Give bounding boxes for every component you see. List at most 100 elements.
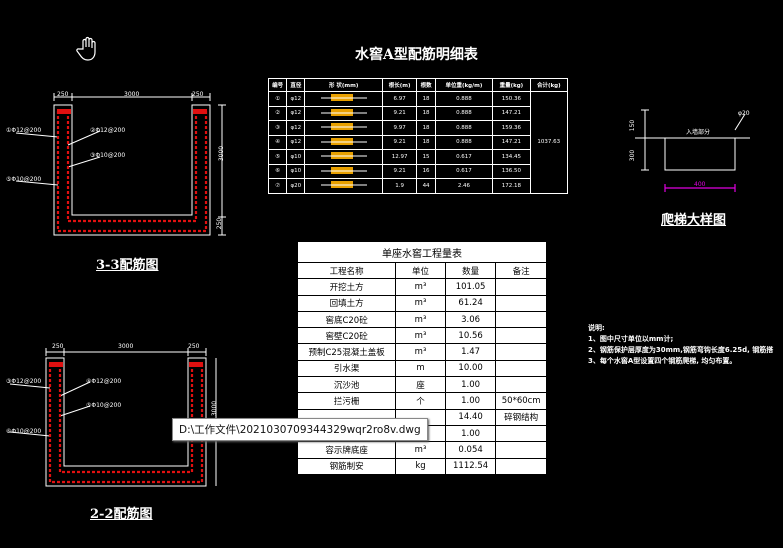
rebar-cell: φ20 [286,178,306,194]
rebar-cell: 159.36 [492,120,531,136]
rebar-shape-cell [304,134,383,150]
rebar-cell: 6.97 [381,91,418,107]
rebar-cell: 147.21 [492,134,531,150]
quantity-cell: 1.00 [444,424,497,443]
quantity-cell: kg [395,457,446,475]
rebar-header-cell: 单位重(kg/m) [434,78,494,92]
dim-33-right: 250 [192,91,204,98]
dim-33-bottom: 250 [216,217,224,230]
rebar-header-cell: 根长(m) [381,78,418,92]
dim-22-right: 250 [188,343,200,350]
quantity-cell: 101.05 [444,278,497,296]
quantity-header-cell: 工程名称 [296,261,397,280]
label-22-4: ⑥Φ10@200 [6,428,42,435]
quantity-cell: 1.47 [444,343,497,361]
label-33-2: ②Φ12@200 [90,127,126,134]
rebar-cell: φ12 [286,105,306,121]
section-3-3-drawing [15,93,226,236]
quantity-header-cell: 数量 [444,261,497,280]
rebar-table: 编号直径形 状(mm)根长(m)根数单位重(kg/m)重量(kg)合计(kg) … [267,78,569,194]
rebar-cell: 136.50 [492,163,531,179]
dim-22-height: 3000 [211,400,219,417]
quantity-cell [495,424,547,443]
rebar-cell: 12.97 [381,149,418,165]
rebar-shape-cell [304,163,383,179]
quantity-cell: 开挖土方 [296,278,397,296]
quantity-cell [495,376,547,394]
rebar-header-cell: 根数 [416,78,436,92]
rebar-cell: 18 [416,134,436,150]
rebar-cell: 0.888 [434,120,494,136]
quantity-cell: 0.054 [444,441,497,459]
rebar-cell: ⑤ [267,149,288,165]
section-2-2-title: 2-2配筋图 [90,507,153,522]
note-line: 3、每个水窖A型设置四个钢筋爬梯, 均匀布置。 [588,357,737,365]
label-33-1: ①Φ12@200 [6,127,42,134]
hand-cursor-icon [76,36,100,66]
quantity-cell: m³ [395,343,446,361]
quantity-cell: 61.24 [444,294,497,312]
rebar-cell: 18 [416,120,436,136]
rebar-cell: 44 [416,178,436,194]
rebar-total-cell: 1037.63 [529,91,569,194]
rebar-header-cell: 合计(kg) [529,78,569,92]
ladder-inner-label: 入墙部分 [686,129,711,136]
rebar-cell: 2.46 [434,178,494,194]
quantity-cell [495,441,547,459]
quantity-cell [495,310,547,329]
rebar-cell: ⑦ [267,178,288,194]
ladder-dim-3: 400 [694,181,706,188]
quantity-cell [495,359,547,378]
quantity-cell: m³ [395,294,446,312]
file-path-tooltip: D:\工作文件\2021030709344329wqr2ro8v.dwg [172,418,428,441]
quantity-cell: 10.00 [444,359,497,378]
rebar-cell: φ10 [286,149,306,165]
rebar-header-cell: 重量(kg) [492,78,531,92]
ladder-dim-2: 300 [629,149,637,162]
rebar-shape-cell [304,91,383,107]
rebar-cell: 9.21 [381,134,418,150]
dim-22-left: 250 [52,343,64,350]
quantity-cell: 3.06 [444,310,497,329]
quantity-cell: 容示牌底座 [296,441,397,459]
rebar-table-title: 水窖A型配筋明细表 [355,47,478,63]
rebar-header-cell: 编号 [267,78,288,92]
quantity-cell: 钢筋制安 [296,457,397,475]
quantity-table-title: 单座水窖工程量表 [297,241,547,263]
note-line: 1、图中尺寸单位以mm计; [588,335,674,343]
note-line: 2、钢筋保护层厚度为30mm,钢筋弯钩长度6.25d, 钢筋搭 [588,346,774,354]
quantity-cell: 1.00 [444,392,497,410]
rebar-header-cell: 形 状(mm) [304,78,383,92]
rebar-cell: 0.617 [434,149,494,165]
section-2-2-drawing [9,348,217,487]
quantity-cell [495,457,547,475]
quantity-cell: 窖壁C20砼 [296,327,397,345]
rebar-cell: φ12 [286,120,306,136]
rebar-cell: 0.617 [434,163,494,179]
rebar-cell: 0.888 [434,105,494,121]
quantity-cell: 引水渠 [296,359,397,378]
rebar-cell: ④ [267,134,288,150]
label-33-3: ③Φ10@200 [90,152,126,159]
rebar-cell: 147.21 [492,105,531,121]
quantity-cell: 窖底C20砼 [296,310,397,329]
rebar-cell: 9.21 [381,105,418,121]
label-33-4: ⑤Φ10@200 [6,176,42,183]
quantity-cell: 沉沙池 [296,376,397,394]
label-22-3: ⑤Φ10@200 [86,402,122,409]
quantity-cell [495,294,547,312]
quantity-cell: m³ [395,327,446,345]
rebar-cell: 172.18 [492,178,531,194]
rebar-cell: 15 [416,149,436,165]
rebar-cell: 1.9 [381,178,418,194]
ladder-side-label: φ20 [738,110,750,117]
section-3-3-title: 3-3配筋图 [96,258,159,273]
